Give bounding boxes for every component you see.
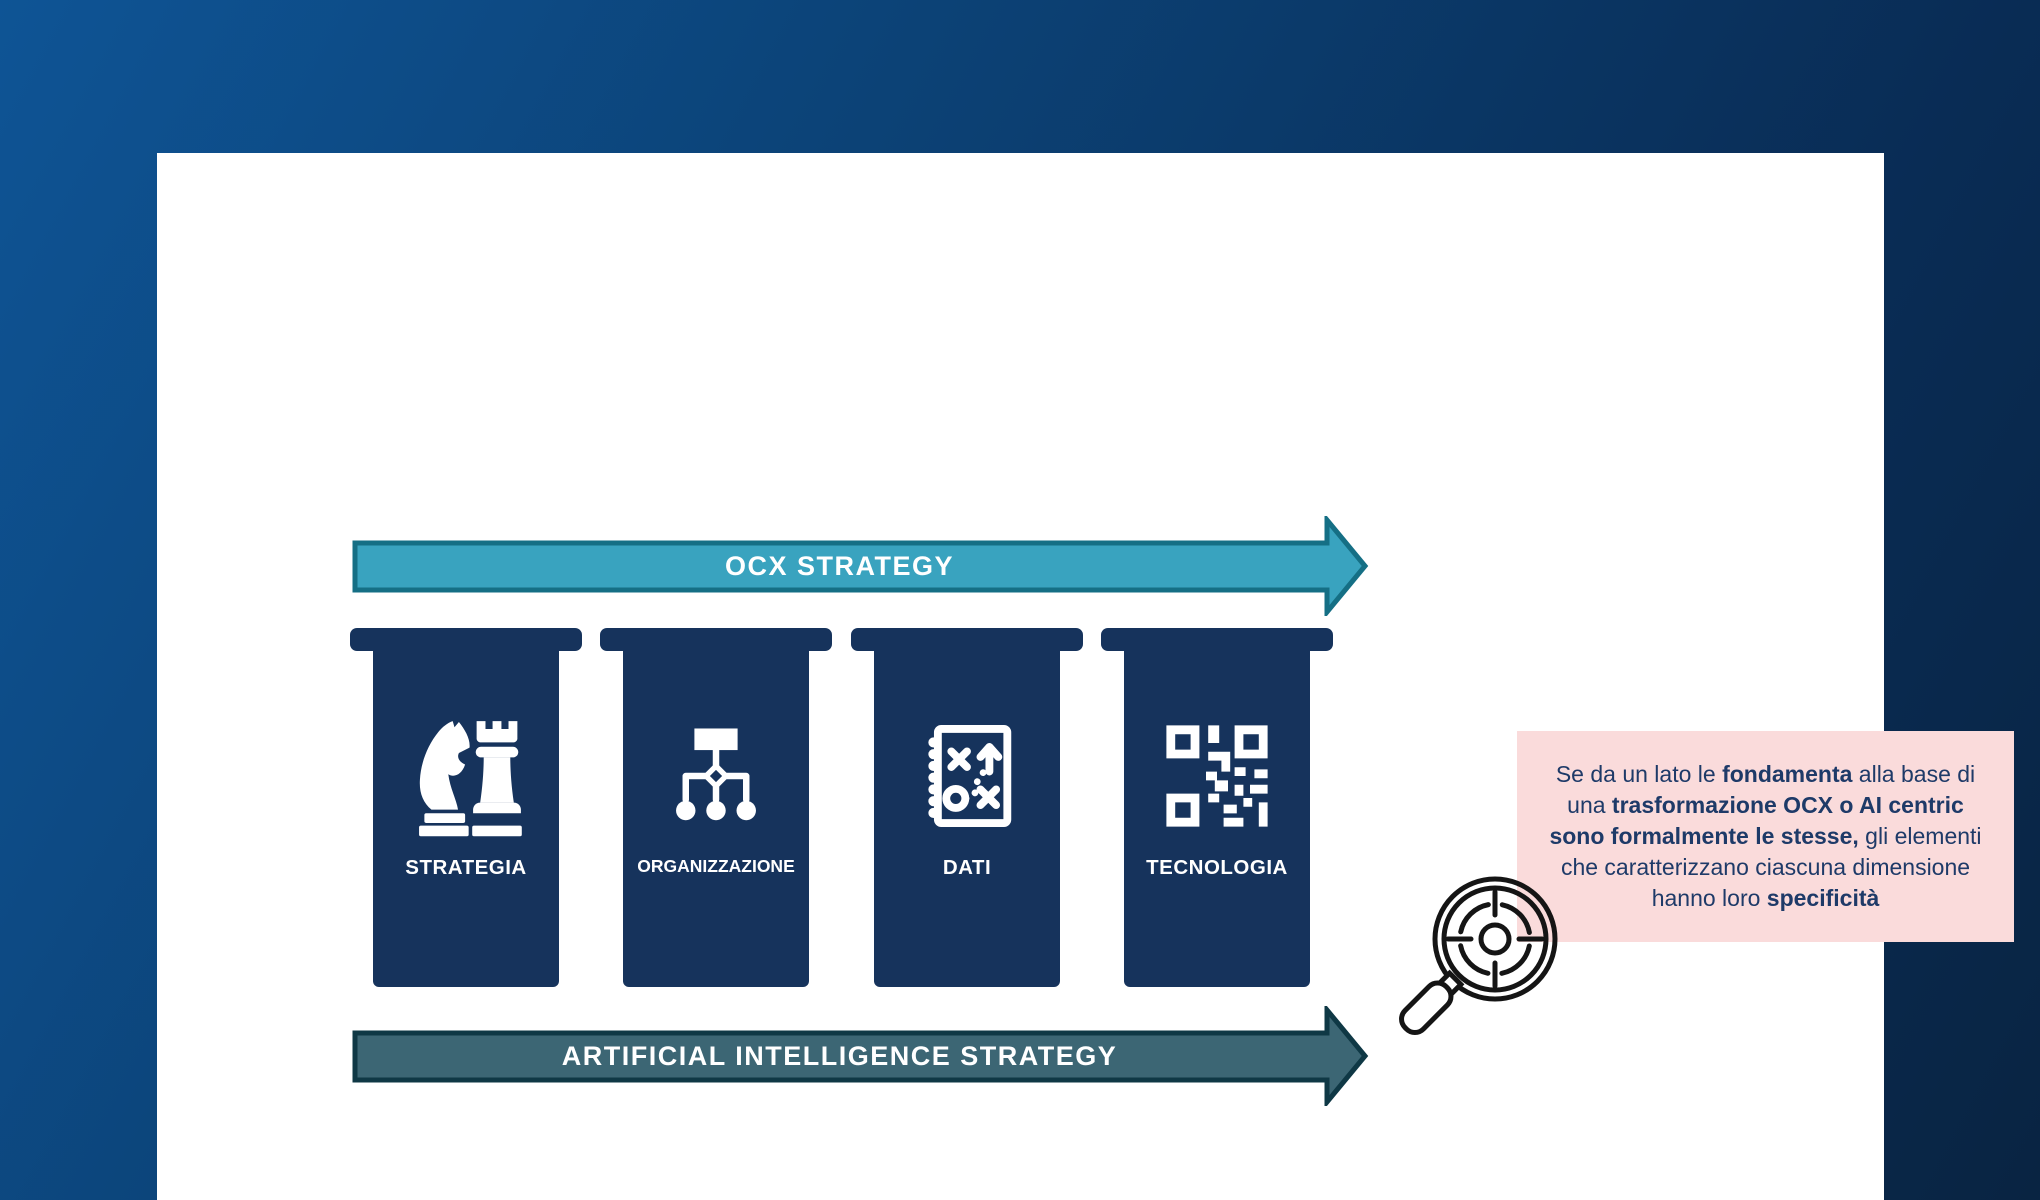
pillar-body: [874, 638, 1060, 987]
ai-strategy-label: ARTIFICIAL INTELLIGENCE STRATEGY: [561, 1041, 1118, 1071]
tactics-notebook-icon: [874, 708, 1060, 843]
pillar-cap: [1101, 628, 1333, 651]
pillar-dati: DATI: [851, 628, 1083, 987]
pillar-organizzazione: ORGANIZZAZIONE: [600, 628, 832, 987]
pillar-label-dati: DATI: [942, 856, 992, 879]
ai-strategy-arrow: ARTIFICIAL INTELLIGENCE STRATEGY: [352, 1006, 1369, 1106]
callout-text: Se da un lato le fondamenta alla base di…: [1549, 760, 1982, 912]
pillar-body: [373, 638, 559, 987]
right-arrow-shape: [352, 516, 1369, 616]
pillar-label-tecnologia: TECNOLOGIA: [1146, 856, 1288, 879]
pillar-strategia: STRATEGIA: [350, 628, 582, 987]
ocx-strategy-arrow: OCX STRATEGY: [352, 516, 1369, 616]
pillar-cap: [350, 628, 582, 651]
pillar-cap: [851, 628, 1083, 651]
pillar-cap: [600, 628, 832, 651]
target-magnifier-icon: [1395, 871, 1567, 1061]
callout-box: Se da un lato le fondamenta alla base di…: [1517, 731, 2014, 942]
chess-pieces-icon: [373, 708, 559, 843]
org-chart-icon: [623, 708, 809, 843]
qr-code-icon: [1124, 708, 1310, 843]
pillar-body: [1124, 638, 1310, 987]
right-arrow-shape: [352, 1006, 1369, 1106]
ocx-strategy-label: OCX STRATEGY: [724, 551, 955, 581]
pillar-tecnologia: TECNOLOGIA: [1101, 628, 1333, 987]
pillar-label-strategia: STRATEGIA: [405, 856, 527, 879]
pillar-label-organizzazione: ORGANIZZAZIONE: [637, 856, 795, 876]
slide-card: OCX STRATEGY: [157, 153, 2014, 1200]
